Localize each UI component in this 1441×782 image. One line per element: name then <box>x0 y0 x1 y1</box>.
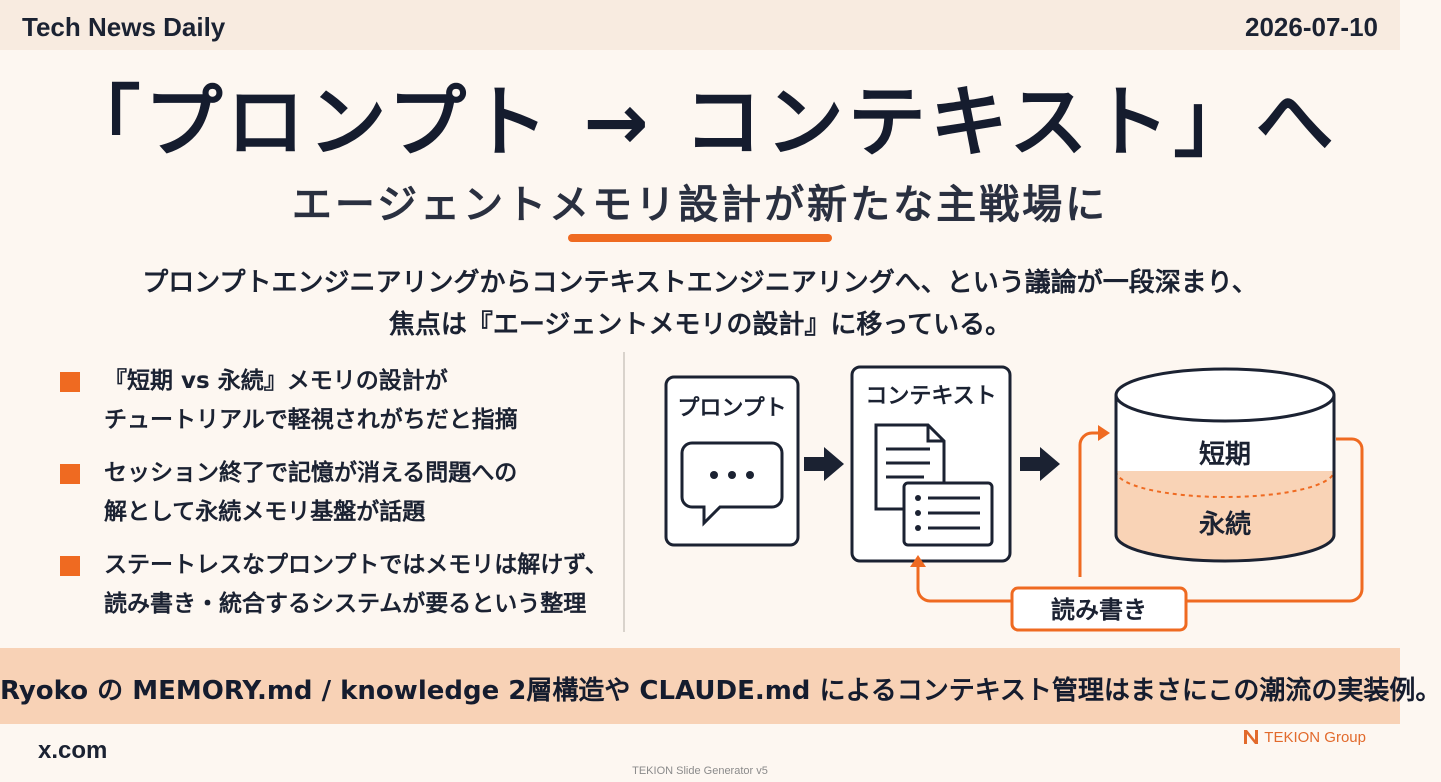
context-box: コンテキスト <box>850 365 1012 563</box>
memory-flow-diagram: プロンプト コンテキスト <box>664 365 1364 632</box>
bullet-square-icon <box>60 372 80 392</box>
arrow-right-icon <box>804 447 844 481</box>
bottom-note-bar <box>0 648 1400 724</box>
title-underline <box>568 234 832 242</box>
generator-credit: TEKION Slide Generator v5 <box>632 765 768 777</box>
bullet-line: 『短期 vs 永続』メモリの設計が <box>104 368 448 394</box>
publish-date: 2026-07-10 <box>1245 12 1378 42</box>
list-icon <box>902 481 994 547</box>
prompt-label: プロンプト <box>677 396 786 421</box>
column-divider <box>623 352 625 632</box>
bullet-list: 『短期 vs 永続』メモリの設計が チュートリアルで軽視されがちだと指摘 セッシ… <box>60 362 620 638</box>
bullet-line: 読み書き・統合するシステムが要るという整理 <box>104 591 587 617</box>
arrow-right-icon <box>1020 447 1060 481</box>
lead-line: 焦点は『エージェントメモリの設計』に移っている。 <box>388 310 1012 340</box>
bullet-line: セッション終了で記憶が消える問題への <box>104 460 518 486</box>
chat-bubble-icon <box>680 441 784 527</box>
read-write-label: 読み書き <box>1051 596 1147 624</box>
tekion-logo-icon <box>1244 730 1259 744</box>
headline-title: 「プロンプト → コンテキスト」へ <box>62 78 1338 168</box>
bullet-item: ステートレスなプロンプトではメモリは解けず、 読み書き・統合するシステムが要ると… <box>60 546 620 624</box>
read-write-loop <box>910 425 1364 603</box>
lead-paragraph: プロンプトエンジニアリングからコンテキストエンジニアリングへ、という議論が一段深… <box>0 262 1400 346</box>
company-logo: TEKION Group <box>1242 728 1366 746</box>
bullet-line: 解として永続メモリ基盤が話題 <box>104 499 426 525</box>
bullet-square-icon <box>60 464 80 484</box>
brand-name: Tech News Daily <box>22 12 226 42</box>
bottom-note: Ryoko の MEMORY.md / knowledge 2層構造や CLAU… <box>0 676 1441 706</box>
persistent-label: 永続 <box>1199 509 1251 540</box>
source-label: x.com <box>38 737 108 764</box>
bullet-item: セッション終了で記憶が消える問題への 解として永続メモリ基盤が話題 <box>60 454 620 532</box>
top-bar <box>0 0 1400 50</box>
short-term-label: 短期 <box>1199 440 1251 470</box>
lead-line: プロンプトエンジニアリングからコンテキストエンジニアリングへ、という議論が一段深… <box>142 268 1258 298</box>
bullet-line: ステートレスなプロンプトではメモリは解けず、 <box>104 552 608 578</box>
bullet-square-icon <box>60 556 80 576</box>
bullet-item: 『短期 vs 永続』メモリの設計が チュートリアルで軽視されがちだと指摘 <box>60 362 620 440</box>
bullet-line: チュートリアルで軽視されがちだと指摘 <box>104 407 518 433</box>
memory-cylinder: 短期 永続 <box>1114 367 1336 563</box>
logo-text: TEKION Group <box>1264 728 1366 746</box>
read-write-box: 読み書き <box>1010 586 1188 632</box>
headline-subtitle: エージェントメモリ設計が新たな主戦場に <box>291 182 1109 228</box>
context-label: コンテキスト <box>865 384 996 409</box>
prompt-box: プロンプト <box>664 375 800 547</box>
